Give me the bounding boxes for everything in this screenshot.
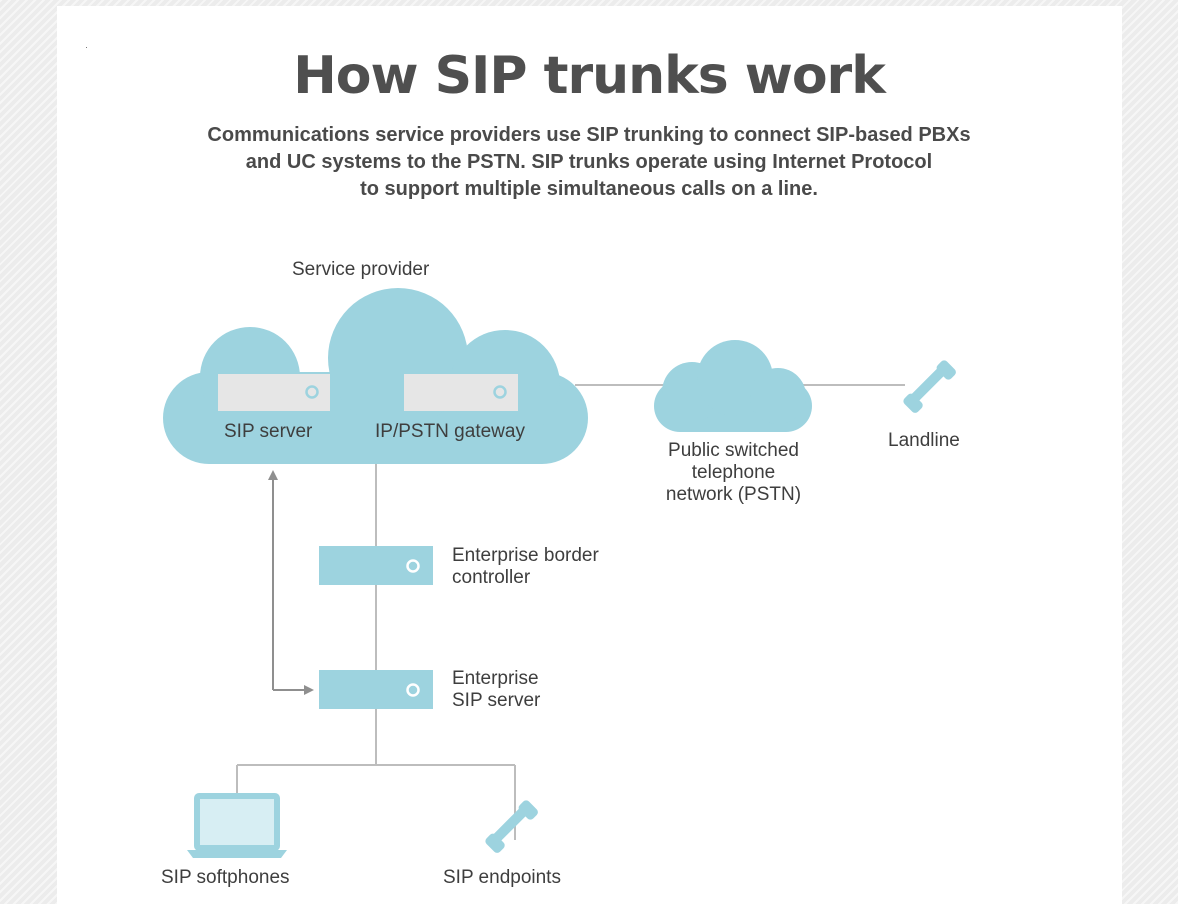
service-provider-label: Service provider: [292, 259, 430, 280]
enterprise-border-controller-label: Enterprise border controller: [452, 545, 599, 589]
subtitle-line-1: Communications service providers use SIP…: [207, 124, 971, 146]
sip-softphones-label: SIP softphones: [161, 867, 290, 888]
pstn-label-line-2: telephone: [691, 462, 776, 483]
ip-pstn-gateway-label: IP/PSTN gateway: [375, 421, 525, 442]
subtitle-line-2: and UC systems to the PSTN. SIP trunks o…: [245, 151, 933, 173]
sip-server-label: SIP server: [224, 421, 313, 442]
enterprise-border-controller-label-line-2: controller: [452, 567, 531, 588]
page-title: How SIP trunks work: [293, 46, 886, 106]
stray-dot: [86, 47, 87, 48]
page-subtitle: Communications service providers use SIP…: [0, 122, 1178, 203]
pstn-label-line-1: Public switched: [668, 440, 799, 461]
laptop-icon: [187, 793, 287, 858]
landline-phone-icon: [903, 360, 956, 413]
enterprise-sip-server-label: Enterprise SIP server: [452, 668, 540, 712]
enterprise-border-controller-label-line-1: Enterprise border: [452, 545, 599, 566]
landline-label: Landline: [888, 430, 960, 451]
subtitle-line-3: to support multiple simultaneous calls o…: [360, 178, 818, 200]
enterprise-sip-server-label-line-1: Enterprise: [452, 668, 539, 689]
ip-pstn-gateway-server-icon: [404, 374, 518, 411]
signaling-arrow: [268, 470, 314, 695]
sip-endpoints-label: SIP endpoints: [443, 867, 561, 888]
sip-server-icon: [218, 374, 330, 411]
enterprise-sip-server-label-line-2: SIP server: [452, 690, 541, 711]
enterprise-border-controller-icon: [319, 546, 433, 585]
pstn-cloud-icon: [654, 340, 812, 432]
pstn-label: Public switched telephone network (PSTN): [641, 440, 826, 506]
sip-endpoint-phone-icon: [485, 800, 538, 853]
pstn-label-line-3: network (PSTN): [665, 484, 802, 505]
enterprise-sip-server-icon: [319, 670, 433, 709]
